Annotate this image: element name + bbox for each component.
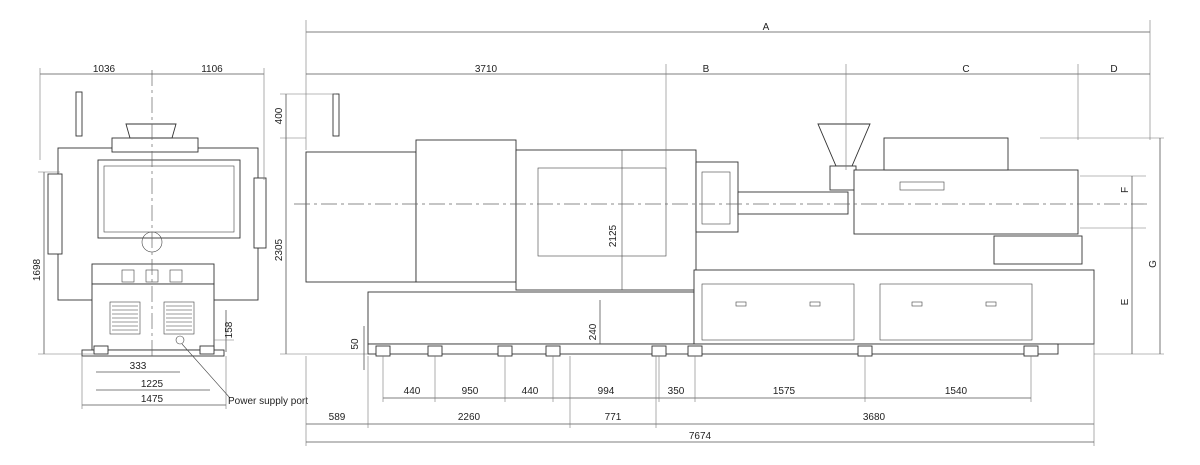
injection-unit [853,169,1079,235]
dim-foot-height: 50 [350,338,361,350]
dim-machine-height: 2305 [274,238,285,261]
dim-label-b: B [703,64,710,75]
dim-overall-length: 7674 [689,431,712,442]
dim-label-f: F [1120,187,1131,193]
dim-mold-height: 2125 [608,224,619,247]
front-foot-rail [81,349,225,357]
front-injection-unit [97,159,241,239]
bed-vent-3 [911,301,923,307]
front-hopper [125,123,177,139]
dim-segment-2: 2260 [458,412,481,423]
front-left-door [47,173,63,255]
clamp-guard-left [305,151,417,283]
dim-hopper-height: 400 [274,107,285,124]
front-motor-3 [169,269,183,283]
side-handle [332,93,340,137]
injection-barrel [737,191,849,215]
bed-left [367,291,695,345]
control-screen [701,171,731,225]
front-view: 1036 1106 1698 158 333 1225 1475 Power s… [32,64,308,409]
bed-panel-1 [701,283,855,341]
dim-base-height: 240 [588,323,599,340]
front-vent-right [163,301,195,335]
dim-width-left: 1036 [93,64,116,75]
injection-top [883,137,1009,171]
injection-hopper [817,123,871,167]
foot-pitch-extensions [382,356,1032,402]
base-segment-extensions [305,280,1095,446]
control-panel [695,161,739,233]
front-foot-left [93,345,109,355]
bed-right [693,269,1095,345]
dim-label-c: C [962,64,969,75]
front-handle [75,91,83,137]
base-rail [367,343,1059,355]
dim-pitch-1: 440 [404,386,421,397]
side-view: 400 2125 [274,20,1164,446]
front-foot-right [199,345,215,355]
front-vent-left [109,301,141,335]
dim-pitch-4: 994 [598,386,615,397]
dim-height-total: 1698 [32,258,43,281]
dim-segment-4: 3680 [863,412,886,423]
front-motor-1 [121,269,135,283]
power-supply-port [175,335,185,345]
dim-pitch-3: 440 [522,386,539,397]
clamp-unit [515,149,697,291]
front-injection-panel [103,165,235,233]
dim-segment-3: 771 [605,412,622,423]
dim-pitch-2: 950 [462,386,479,397]
power-port-label: Power supply port [228,396,308,407]
bed-vent-1 [735,301,747,307]
dim-label-e: E [1120,298,1131,305]
bed-vent-4 [985,301,997,307]
dim-pitch-5: 350 [668,386,685,397]
front-motor-block [91,263,215,285]
dim-width-right: 1106 [201,64,223,75]
hopper-throat [829,165,857,191]
machine-feet [375,345,1039,357]
dim-label-a: A [763,22,770,33]
dim-foot-offset: 333 [130,361,147,372]
clamp-window [537,167,667,257]
injection-motor [993,235,1083,265]
dim-port-height: 158 [224,321,235,338]
dim-foot-span: 1225 [141,379,164,390]
injection-nameplate [899,181,945,191]
dim-pitch-7: 1540 [945,386,968,397]
clamp-guard-mid [415,139,517,283]
dim-segment-1: 589 [329,412,346,423]
dim-base-width: 1475 [141,394,164,405]
front-base [91,283,215,351]
dim-label-g: G [1148,260,1159,268]
dim-pitch-6: 1575 [773,386,796,397]
bed-vent-2 [809,301,821,307]
dim-label-d: D [1110,64,1117,75]
front-right-door [253,177,267,249]
dim-clamp-length: 3710 [475,64,498,75]
power-port-leader [181,343,231,399]
bed-panel-2 [879,283,1033,341]
front-hopper-neck [111,137,199,153]
